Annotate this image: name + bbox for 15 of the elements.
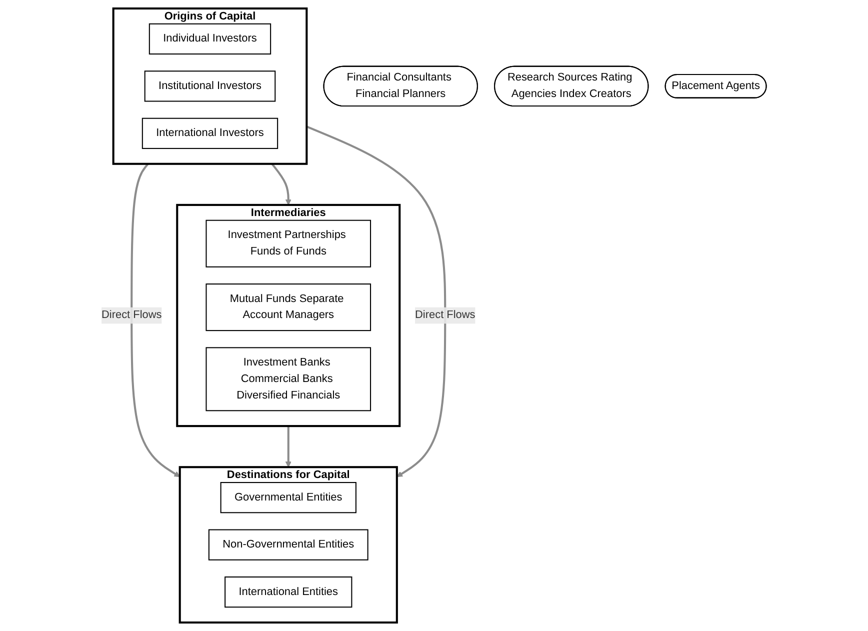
edge-label: Direct Flows: [102, 309, 162, 321]
node-box: Individual Investors: [149, 23, 272, 55]
arrow: [285, 426, 292, 468]
node-box: Investment Partnerships Funds of Funds: [206, 220, 372, 268]
node-box: Mutual Funds Separate Account Managers: [206, 284, 372, 332]
node-box: International Entities: [224, 576, 352, 608]
edge-label: Direct Flows: [415, 309, 476, 321]
arrow: [271, 163, 292, 206]
node-box: International Investors: [142, 118, 278, 149]
node-box: Institutional Investors: [144, 70, 276, 102]
node-box: Investment Banks Commercial Banks Diversified Financials: [206, 347, 372, 412]
node-box: Governmental Entities: [220, 482, 357, 514]
arrow: [130, 163, 180, 478]
node-box: Non-Governmental Entities: [208, 529, 368, 560]
arrow: [306, 126, 446, 478]
